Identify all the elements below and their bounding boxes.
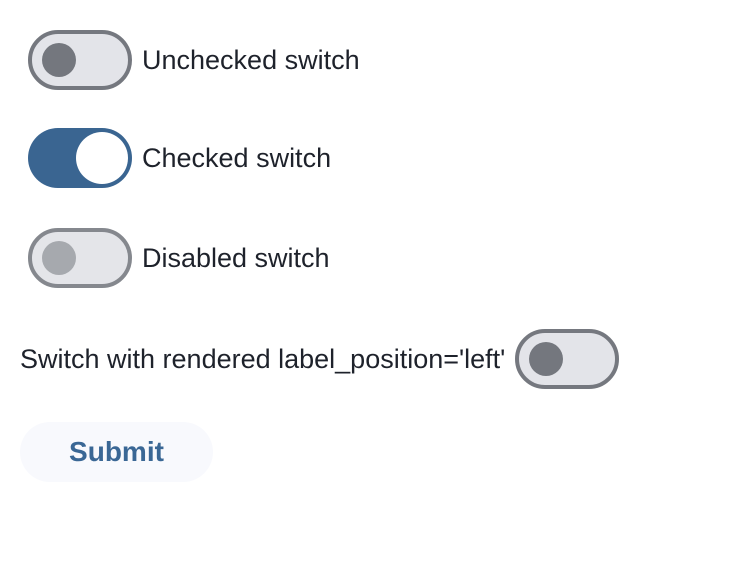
switch-knob: [76, 132, 128, 184]
unchecked-switch-toggle[interactable]: [28, 30, 132, 90]
switch-knob: [529, 342, 564, 376]
switch-row-left-label: Switch with rendered label_position='lef…: [20, 329, 620, 389]
left-label-switch-label[interactable]: Switch with rendered label_position='lef…: [20, 344, 506, 374]
switch-knob: [42, 241, 76, 275]
left-label-switch-toggle[interactable]: [515, 329, 620, 389]
switch-row-disabled: Disabled switch: [28, 228, 330, 288]
switch-knob: [42, 43, 76, 77]
switch-row-unchecked: Unchecked switch: [28, 30, 360, 90]
disabled-switch-toggle: [28, 228, 132, 288]
checked-switch-label[interactable]: Checked switch: [142, 143, 332, 173]
switch-row-checked: Checked switch: [28, 128, 331, 188]
submit-button[interactable]: Submit: [20, 422, 213, 482]
unchecked-switch-label[interactable]: Unchecked switch: [142, 45, 360, 75]
checked-switch-toggle[interactable]: [28, 128, 132, 188]
disabled-switch-label: Disabled switch: [142, 243, 330, 273]
